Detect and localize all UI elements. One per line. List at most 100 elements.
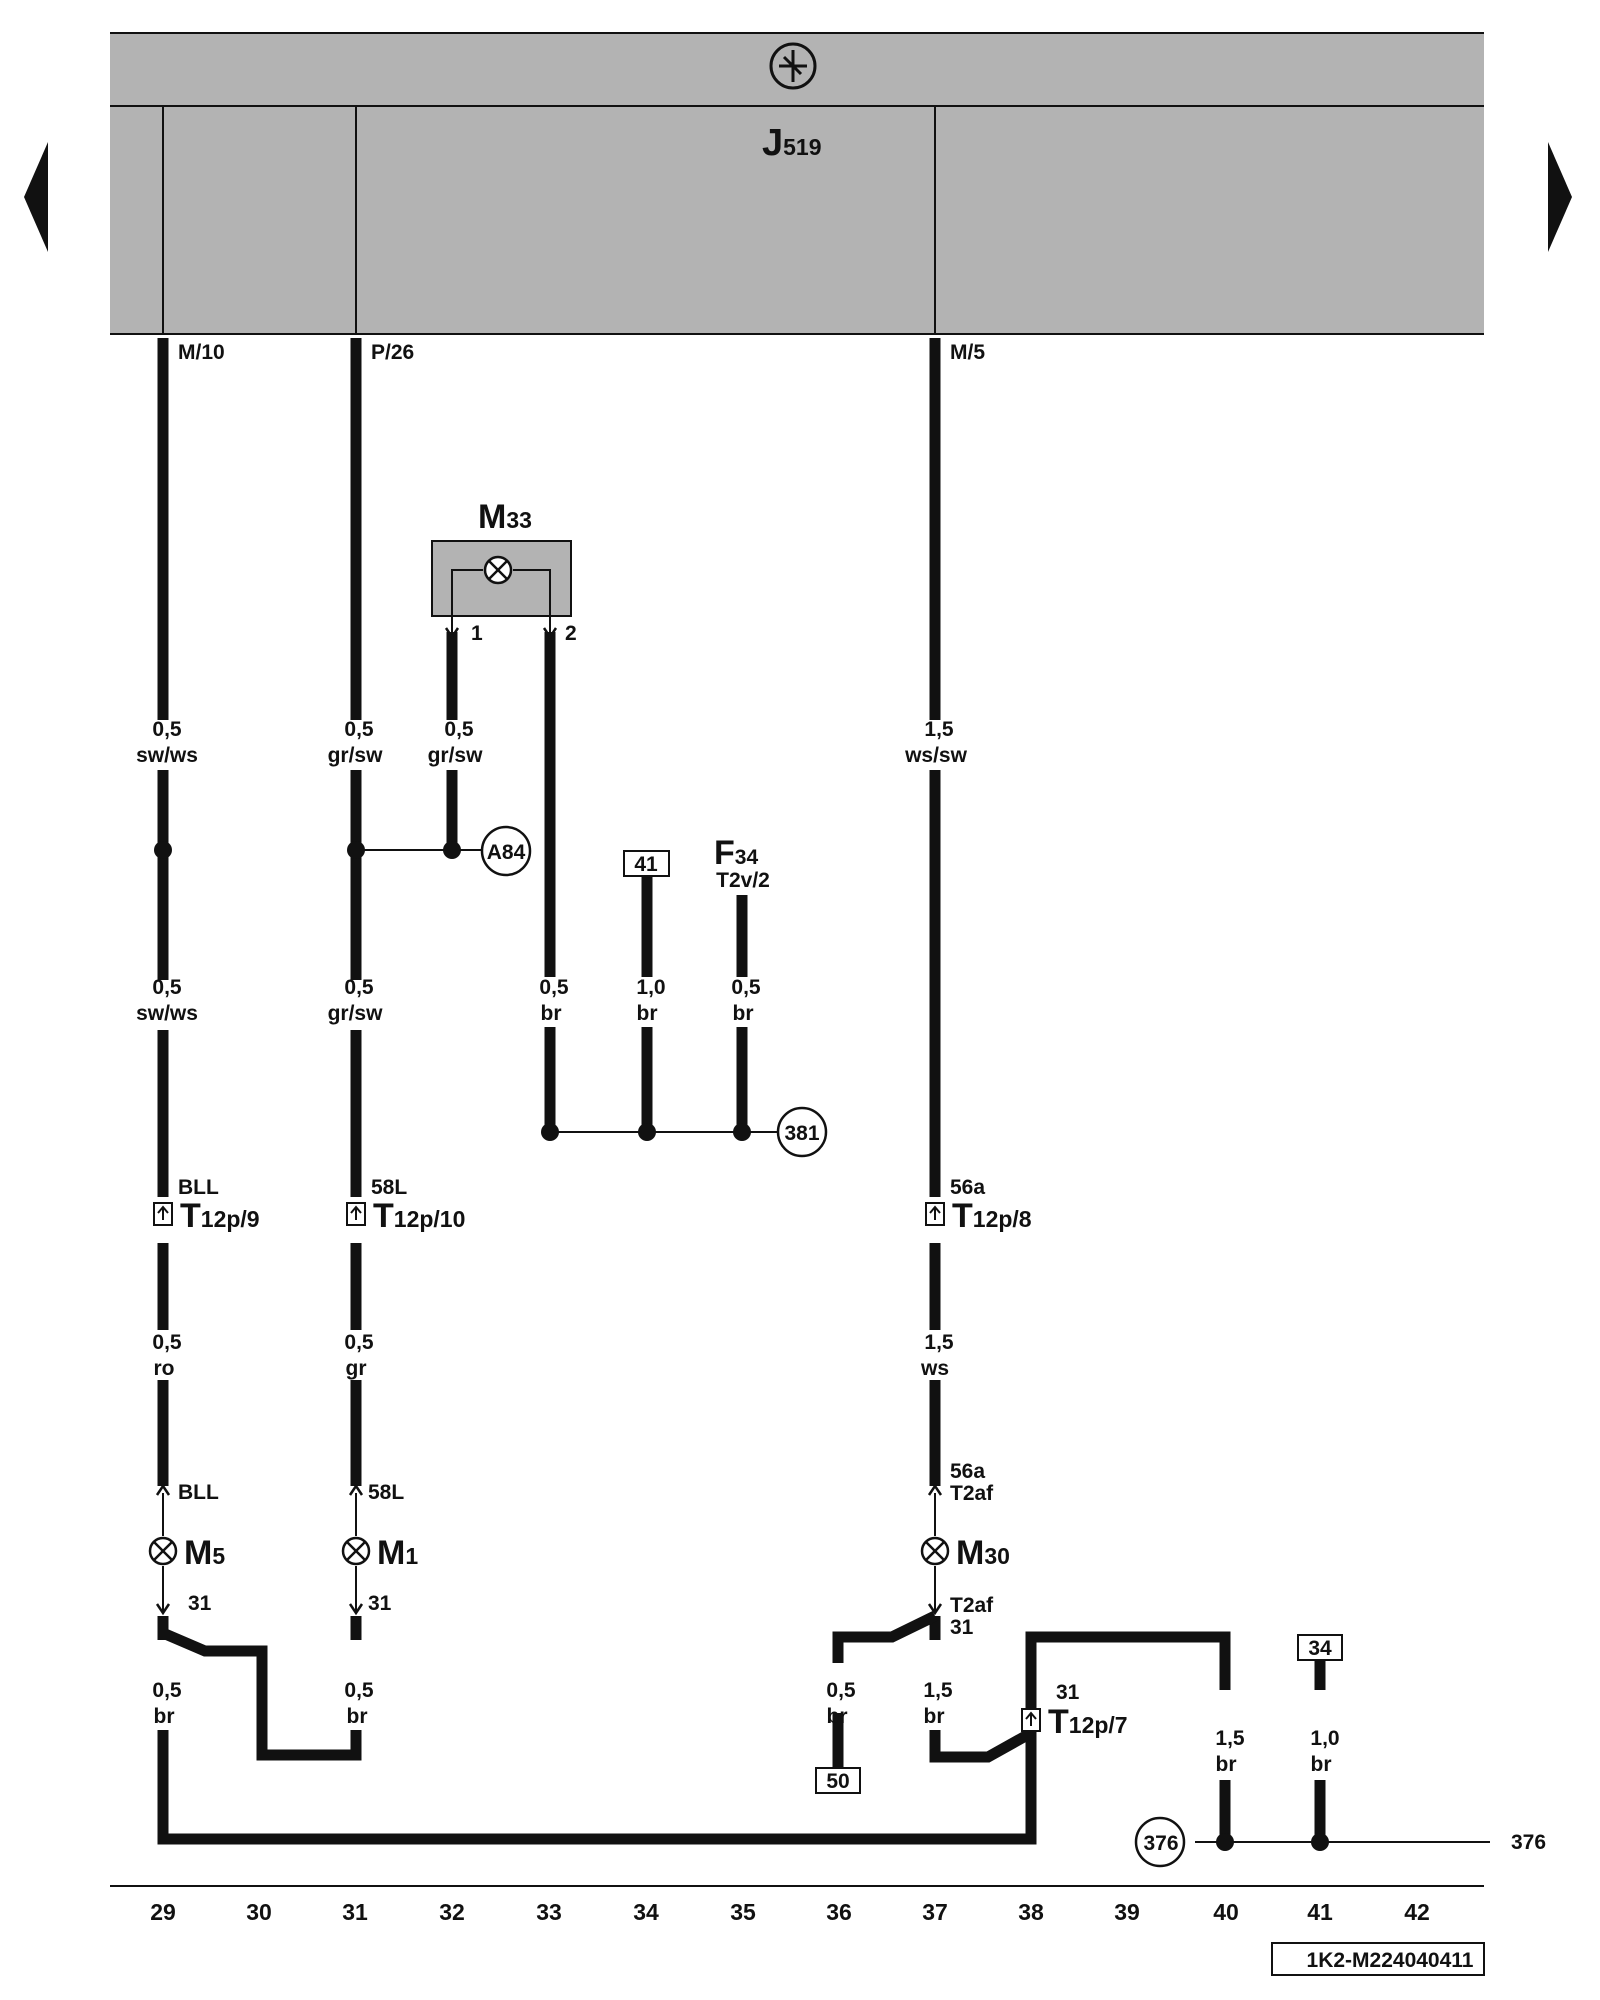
svg-text:31: 31 (188, 1592, 212, 1615)
wire-color: gr/sw (428, 744, 484, 767)
wire-color: gr/sw (328, 744, 384, 767)
svg-text:BLL: BLL (178, 1176, 219, 1199)
wire-size: 0,5 (344, 1331, 374, 1354)
ref-label: 381 (784, 1122, 819, 1145)
wire-color: sw/ws (136, 744, 198, 767)
ref-label: 50 (826, 1770, 849, 1793)
wire-color: br (1311, 1753, 1332, 1776)
connector-t12p-8: 56a T12p/8 (925, 1176, 1032, 1235)
svg-text:T12p/10: T12p/10 (373, 1197, 465, 1235)
ref-circle-376[interactable] (1134, 1816, 1186, 1868)
lamp-icon (341, 1536, 371, 1566)
wires (157, 338, 1326, 1845)
wire-color: sw/ws (136, 1002, 198, 1025)
lamp-icon (920, 1536, 950, 1566)
svg-text:37: 37 (922, 1899, 948, 1925)
wire-color: br (541, 1002, 562, 1025)
svg-text:42: 42 (1404, 1899, 1430, 1925)
svg-text:T2af: T2af (950, 1482, 994, 1505)
svg-text:31: 31 (342, 1899, 368, 1925)
ref-circle-381[interactable] (776, 1106, 828, 1158)
svg-text:T12p/8: T12p/8 (952, 1197, 1032, 1235)
ref-box-34[interactable] (1297, 1634, 1343, 1661)
svg-text:58L: 58L (368, 1481, 404, 1504)
svg-text:30: 30 (246, 1899, 272, 1925)
svg-text:BLL: BLL (178, 1481, 219, 1504)
wire-color: br (347, 1705, 368, 1728)
component-label: M33 (478, 498, 532, 536)
svg-text:36: 36 (826, 1899, 852, 1925)
wire-color: br (1216, 1753, 1237, 1776)
wire-size: 0,5 (152, 1679, 182, 1702)
wire-color: br (154, 1705, 175, 1728)
pin-label: M/10 (178, 341, 225, 364)
junction-dots (154, 841, 1329, 1851)
wire-size: 0,5 (344, 718, 374, 741)
svg-text:31: 31 (1056, 1681, 1080, 1704)
triangle-left-icon[interactable] (24, 142, 48, 252)
svg-text:T12p/7: T12p/7 (1048, 1703, 1128, 1741)
svg-text:M30: M30 (956, 1534, 1010, 1572)
svg-text:31: 31 (950, 1616, 974, 1639)
wire-color: ro (154, 1357, 175, 1380)
wire-labels: 0,5 sw/ws 0,5 gr/sw 0,5 gr/sw 1,5 ws/sw … (136, 718, 1340, 1776)
svg-text:33: 33 (536, 1899, 562, 1925)
lamp-icon (483, 555, 513, 585)
svg-text:39: 39 (1114, 1899, 1140, 1925)
wire-size: 0,5 (344, 1679, 374, 1702)
svg-text:29: 29 (150, 1899, 176, 1925)
svg-text:31: 31 (368, 1592, 392, 1615)
pin-label: M/5 (950, 341, 985, 364)
pin-label: T2v/2 (716, 869, 770, 892)
pin-label: 1 (471, 622, 483, 645)
ref-label: 376 (1143, 1832, 1178, 1855)
wire-color: br (827, 1705, 848, 1728)
ref-box-41[interactable] (623, 850, 670, 877)
column-ruler: 29 30 31 32 33 34 35 36 37 38 39 40 41 4… (150, 1899, 1430, 1925)
wire-size: 1,5 (924, 718, 954, 741)
wire-size: 0,5 (152, 976, 182, 999)
wire-color: br (637, 1002, 658, 1025)
triangle-right-icon[interactable] (1548, 142, 1572, 252)
wire-size: 1,5 (924, 1331, 954, 1354)
wire-size: 1,0 (636, 976, 665, 999)
wire-size: 0,5 (152, 718, 182, 741)
wire-color: br (924, 1705, 945, 1728)
wire-size: 0,5 (152, 1331, 182, 1354)
svg-text:35: 35 (730, 1899, 756, 1925)
svg-text:M5: M5 (184, 1534, 225, 1572)
module-label: J519 (762, 122, 822, 164)
wire-size: 1,0 (1310, 1727, 1339, 1750)
svg-text:T12p/9: T12p/9 (180, 1197, 260, 1235)
svg-text:M1: M1 (377, 1534, 418, 1572)
pin-label: P/26 (371, 341, 414, 364)
svg-text:58L: 58L (371, 1176, 407, 1199)
lamp-icon (148, 1536, 178, 1566)
svg-text:32: 32 (439, 1899, 465, 1925)
lamp-m5: BLL M5 31 (148, 1481, 225, 1616)
wire-color: br (733, 1002, 754, 1025)
svg-text:40: 40 (1213, 1899, 1239, 1925)
wire-size: 0,5 (344, 976, 374, 999)
ref-label: 34 (1308, 1637, 1332, 1660)
svg-text:41: 41 (1307, 1899, 1333, 1925)
pin-label: 2 (565, 622, 577, 645)
wire-size: 1,5 (1215, 1727, 1245, 1750)
wire-size: 0,5 (444, 718, 474, 741)
wire-size: 0,5 (731, 976, 761, 999)
wire-size: 0,5 (539, 976, 569, 999)
doc-id: 1K2-M224040411 (1307, 1949, 1474, 1972)
doc-id-box (1271, 1942, 1485, 1976)
ref-box-50[interactable] (815, 1767, 861, 1794)
component-label-f34: F34 (714, 834, 758, 872)
connector-t12p-10: 58L T12p/10 (346, 1176, 465, 1235)
wire-color: gr (346, 1357, 367, 1380)
control-module: J519 (110, 32, 1484, 335)
svg-text:56a: 56a (950, 1176, 985, 1199)
module-body (110, 33, 1484, 334)
svg-text:38: 38 (1018, 1899, 1044, 1925)
svg-text:34: 34 (633, 1899, 659, 1925)
wire-color: ws (920, 1357, 949, 1380)
ref-circle-a84[interactable] (480, 825, 532, 877)
